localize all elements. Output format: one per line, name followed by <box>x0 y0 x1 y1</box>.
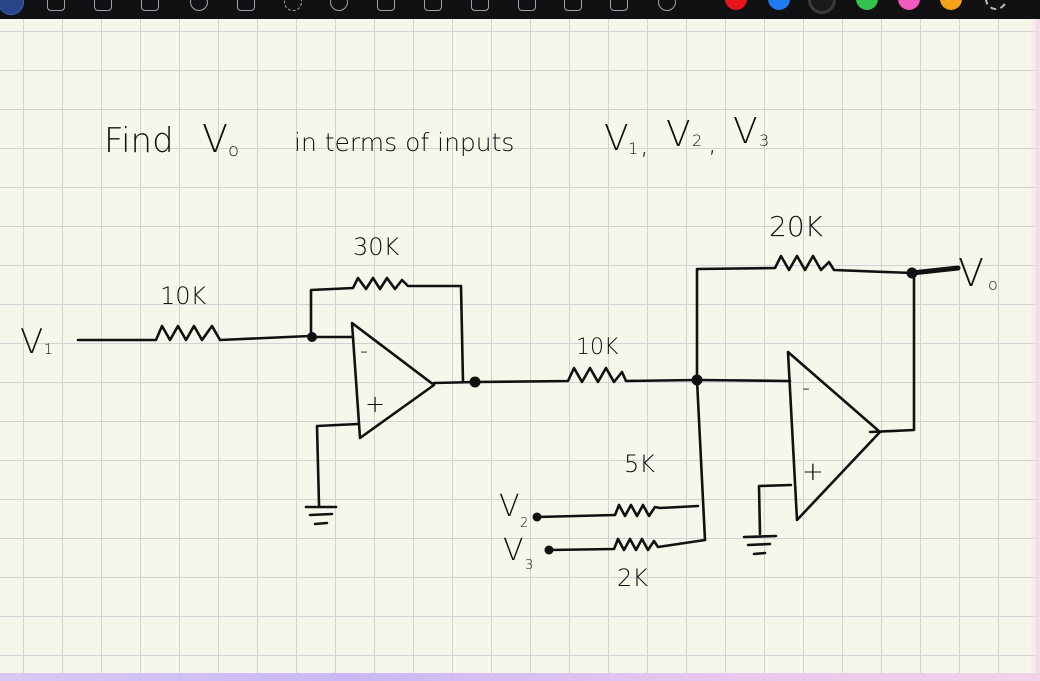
color-green-swatch[interactable] <box>856 0 878 10</box>
color-blue-swatch[interactable] <box>768 0 790 10</box>
prompt-text: Find V o in terms of inputs V 1 , V 2 , … <box>104 111 769 161</box>
canvas-edge-glow <box>1030 19 1040 673</box>
input-v2-sub: 2 <box>520 516 528 531</box>
opamp2-minus-wire <box>695 378 792 383</box>
output-vo-sub: o <box>988 275 998 294</box>
resistor-10k-second-label: 10K <box>576 335 619 360</box>
resistor-10k-input-wire <box>76 324 312 342</box>
ground-icon-2 <box>742 534 778 556</box>
prompt-sep-2: , <box>708 126 717 159</box>
output-wire <box>909 265 961 276</box>
ground-icon-1 <box>304 505 338 526</box>
node-dot <box>906 267 918 279</box>
canvas-bottom-glow <box>0 673 1040 681</box>
output-vo-label: V <box>958 251 984 295</box>
color-pink-swatch[interactable] <box>898 0 920 10</box>
marker-tool-icon[interactable] <box>141 0 159 11</box>
zoom-tool-icon[interactable] <box>564 0 582 11</box>
opamp1-output-wire <box>432 380 478 385</box>
input-v3-sub: 3 <box>525 558 533 573</box>
input-v1-label: V <box>20 322 43 362</box>
color-red-swatch[interactable] <box>725 0 747 10</box>
summing-node-vertical-wire <box>695 378 707 542</box>
opamp1-triangle <box>350 321 436 440</box>
prompt-v3-sub: 3 <box>759 131 769 150</box>
resistor-5k-label: 5K <box>624 450 655 478</box>
toolbar <box>0 0 1040 19</box>
opamp2-plus-ground-wire <box>757 483 793 536</box>
resistor-30k-feedback-wire <box>309 276 465 384</box>
text-tool-icon[interactable] <box>424 0 442 11</box>
prompt-vo: V <box>202 117 228 161</box>
note-canvas[interactable] <box>0 19 1040 673</box>
prompt-v1: V <box>604 118 629 159</box>
prompt-v2-sub: 2 <box>692 131 702 150</box>
input-v2-label: V <box>499 489 520 524</box>
color-orange-swatch[interactable] <box>940 0 962 10</box>
prompt-vo-sub: o <box>228 140 239 161</box>
opamp2-output-wire <box>868 271 916 434</box>
resistor-10k-second-wire <box>474 366 699 384</box>
prompt-find: Find <box>104 121 174 161</box>
input-v3-label: V <box>503 533 524 568</box>
pen-tool-icon[interactable] <box>47 0 65 11</box>
resistor-30k-label: 30K <box>353 233 400 261</box>
scan-tool-icon[interactable] <box>471 0 489 11</box>
opamp2-plus-sign: + <box>802 457 824 487</box>
prompt-v2: V <box>666 114 691 155</box>
resistor-2k-wire <box>547 537 707 552</box>
resistor-10k-input-label: 10K <box>160 282 207 310</box>
opamp1-plus-sign: + <box>365 390 385 418</box>
prompt-in-terms-of-inputs: in terms of inputs <box>294 128 514 157</box>
resistor-20k-label: 20K <box>769 210 824 243</box>
image-tool-icon[interactable] <box>377 0 395 11</box>
input-v1-sub: 1 <box>44 342 53 358</box>
pointer-tool-icon[interactable] <box>518 0 536 11</box>
opamp2-minus-sign: - <box>802 376 810 401</box>
ruler-tool-icon[interactable] <box>610 0 628 11</box>
resistor-5k-wire <box>535 503 700 519</box>
opamp2-triangle <box>786 350 882 522</box>
prompt-sep-1: , <box>640 128 649 161</box>
opamp1-plus-ground-wire <box>315 422 360 507</box>
resistor-2k-label: 2K <box>617 564 648 592</box>
prompt-v3: V <box>733 111 758 152</box>
resistor-20k-feedback-wire <box>695 254 914 382</box>
pencil-tool-icon[interactable] <box>94 0 112 11</box>
eraser-tool-icon[interactable] <box>237 0 255 11</box>
opamp1-minus-sign: - <box>360 339 368 364</box>
prompt-v1-sub: 1 <box>628 139 638 158</box>
